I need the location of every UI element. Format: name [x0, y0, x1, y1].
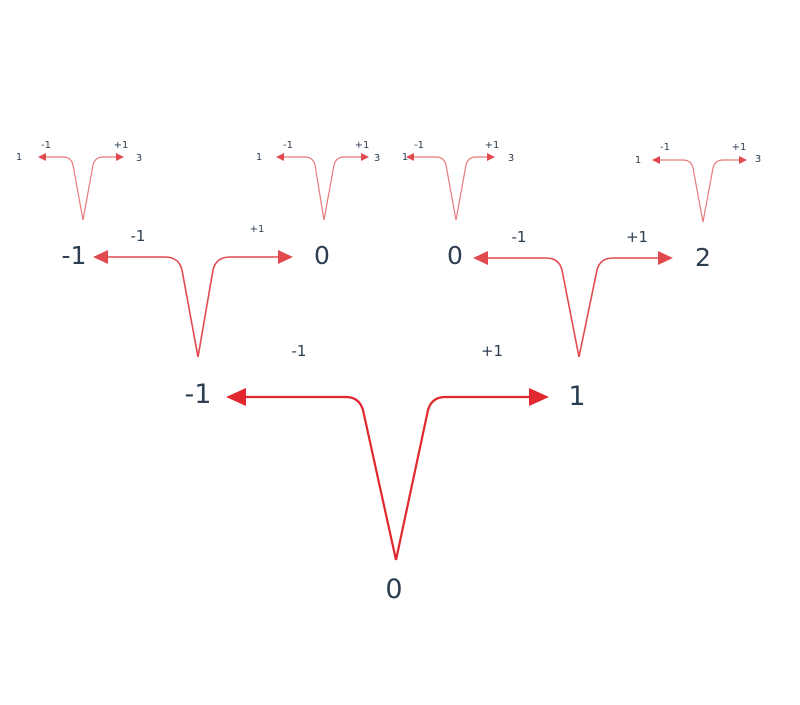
level2-left-right-value: 0	[314, 241, 330, 270]
level2-left-branch-right-line	[197, 256, 278, 358]
level3-4-right-value: 3	[755, 154, 761, 165]
root-branch-right-line	[394, 395, 530, 561]
level3-2-left-step: -1	[283, 140, 293, 151]
root-left-arrowhead	[226, 388, 246, 406]
level3-1-left-value: 1	[16, 152, 22, 163]
level3-3-right-step: +1	[485, 140, 500, 151]
level1-right-step: +1	[481, 342, 503, 360]
level3-2-right-value: 3	[374, 153, 380, 164]
level3-1-left-line	[45, 156, 84, 221]
level3-1-right-arrowhead	[116, 153, 124, 161]
level3-1-right-step: +1	[114, 140, 129, 151]
level2-left-left-value: -1	[62, 241, 87, 270]
level3-1-left-step: -1	[41, 140, 51, 151]
level2-right-left-value: 0	[447, 241, 463, 270]
level2-left-right-arrowhead	[278, 250, 293, 264]
level1-left-step: -1	[292, 342, 307, 360]
root-right-arrowhead	[529, 388, 549, 406]
level3-2-right-step: +1	[355, 140, 370, 151]
level2-left-right-step: +1	[250, 224, 265, 235]
level3-branch-3	[406, 153, 495, 221]
level3-4-left-arrowhead	[652, 156, 660, 164]
level3-3-right-line	[455, 156, 488, 221]
level3-3-right-arrowhead	[487, 153, 495, 161]
level3-3-left-value: 1	[402, 152, 408, 163]
level2-right-right-value: 2	[695, 243, 711, 272]
level2-right-branch-left-line	[488, 257, 580, 358]
level1-left-value: -1	[185, 379, 212, 410]
level2-right-right-arrowhead	[658, 251, 673, 265]
level3-4-right-line	[702, 159, 740, 223]
level2-left-branch-left-line	[108, 256, 199, 358]
root-branch	[226, 388, 549, 561]
level3-1-left-arrowhead	[38, 153, 46, 161]
level3-2-right-arrowhead	[361, 153, 369, 161]
level2-right-left-step: -1	[512, 228, 527, 246]
level3-branch-1	[38, 153, 124, 221]
level2-right-right-step: +1	[626, 228, 648, 246]
level3-branch-2	[276, 153, 369, 221]
level2-right-branch-right-line	[578, 257, 658, 358]
level3-4-left-value: 1	[635, 155, 641, 166]
level3-2-left-value: 1	[256, 152, 262, 163]
level3-1-right-value: 3	[136, 153, 142, 164]
level3-3-left-step: -1	[414, 140, 424, 151]
root-value: 0	[385, 574, 402, 605]
level3-3-left-line	[413, 156, 457, 221]
level3-4-left-line	[659, 159, 704, 223]
level1-right-value: 1	[568, 381, 585, 412]
level3-2-right-line	[323, 156, 362, 221]
level3-4-right-step: +1	[732, 142, 747, 153]
level2-branch-left	[93, 250, 293, 358]
level3-4-left-step: -1	[660, 142, 670, 153]
root-branch-left-line	[245, 395, 398, 561]
level2-branch-right	[473, 251, 673, 358]
level2-left-left-step: -1	[131, 227, 146, 245]
level3-3-right-value: 3	[508, 153, 514, 164]
level2-right-left-arrowhead	[473, 251, 488, 265]
level3-1-right-line	[82, 156, 117, 221]
level3-2-left-line	[283, 156, 325, 221]
level3-3-left-arrowhead	[406, 153, 414, 161]
level3-4-right-arrowhead	[739, 156, 747, 164]
level2-left-left-arrowhead	[93, 250, 108, 264]
level3-branch-4	[652, 156, 747, 223]
level3-2-left-arrowhead	[276, 153, 284, 161]
